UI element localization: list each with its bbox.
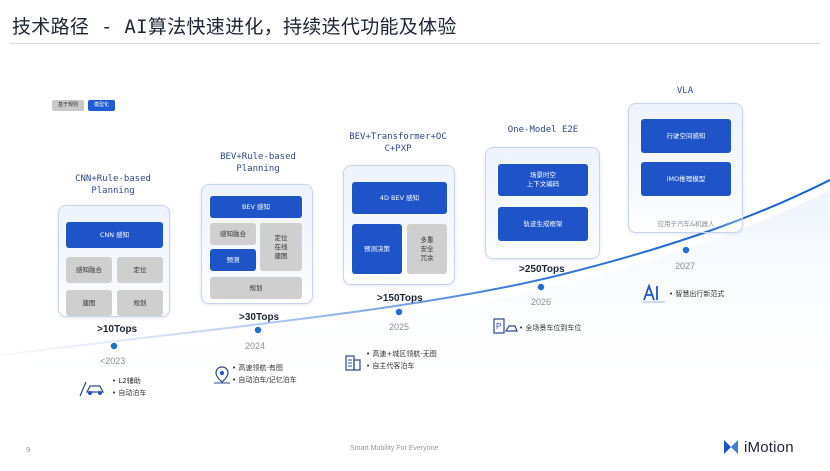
stage-2-features: 高速领航-有图 自动泊车/记忆泊车: [232, 362, 297, 386]
stage-4-compute: >250Tops: [519, 264, 565, 275]
stage-5-box-imo: iMO推理模型: [641, 162, 731, 196]
feature-item: 全场景车位到车位: [519, 322, 581, 334]
feature-item: L2辅助: [112, 375, 146, 387]
feature-item: 自主代客泊车: [366, 360, 437, 372]
timeline-dot-2023: [109, 341, 119, 351]
stage-5-features: 智慧出行新范式: [669, 288, 724, 300]
stage-2-box-localization: 定位 在线 建图: [260, 223, 302, 271]
stage-2-year: 2024: [245, 341, 266, 351]
stage-3-box-decision: 预测决策: [352, 224, 402, 274]
stage-4-card: 场景时空 上下文编码 轨迹生成框架: [485, 147, 600, 259]
timeline-dot-2025: [394, 307, 404, 317]
stage-1-box-cnn: CNN 感知: [66, 222, 163, 248]
stage-5-note: 应用于汽车&机器人: [657, 219, 715, 228]
stage-2-box-bev: BEV 感知: [210, 196, 302, 218]
timeline-dot-2024: [253, 325, 263, 335]
feature-item: 自动泊车/记忆泊车: [232, 374, 296, 386]
stage-4-box-trajectory: 轨迹生成框架: [498, 207, 588, 241]
feature-item: 高速+城区领航-无图: [366, 348, 436, 360]
timeline-dot-2026: [536, 282, 546, 292]
stage-1-features: L2辅助 自动泊车: [112, 375, 146, 399]
stage-3-features: 高速+城区领航-无图 自主代客泊车: [366, 348, 437, 372]
stage-2-compute: >30Tops: [239, 312, 280, 323]
stage-2-box-fusion: 感知融合: [210, 223, 256, 245]
stage-1-box-mapping: 建图: [66, 290, 112, 316]
parking-map-icon: [214, 366, 230, 384]
stage-3-title: BEV+Transformer+OC C+PXP: [349, 132, 447, 154]
legend: 基于规则 模型化: [52, 100, 116, 111]
stage-5-title: VLA: [676, 86, 694, 96]
stage-1-compute: >10Tops: [97, 324, 138, 335]
feature-item: 智慧出行新范式: [669, 288, 724, 300]
stage-1-year: <2023: [100, 356, 126, 366]
stage-3-box-4d-bev: 4D BEV 感知: [352, 182, 447, 214]
stage-5-box-space: 行驶空间感知: [641, 119, 731, 153]
stage-3-card: 4D BEV 感知 预测决策 多重 安全 冗余: [343, 165, 455, 285]
car-icon: [79, 381, 104, 397]
stage-5-card: 行驶空间感知 iMO推理模型 应用于汽车&机器人: [628, 103, 743, 233]
stage-4-features: 全场景车位到车位: [519, 322, 581, 334]
stage-4-box-context: 场景时空 上下文编码: [498, 164, 588, 196]
stage-5-year: 2027: [675, 261, 696, 271]
brand-name: iMotion: [744, 438, 794, 456]
footer-tagline: Smart Mobility For Everyone: [350, 445, 439, 452]
feature-item: 高速领航-有图: [232, 362, 297, 374]
stage-3-box-redundancy: 多重 安全 冗余: [407, 224, 447, 274]
stage-1-title: CNN+Rule-based Planning: [75, 174, 151, 196]
ai-icon: [643, 283, 665, 303]
stage-4-title: One-Model E2E: [507, 125, 579, 135]
stage-2-box-prediction: 预测: [210, 249, 256, 271]
stage-1-box-fusion: 感知融合: [66, 257, 112, 283]
stage-3-compute: >150Tops: [377, 293, 423, 304]
svg-text:P: P: [496, 322, 501, 331]
stage-1-card: CNN 感知 感知融合 定位 建图 规划: [58, 205, 170, 317]
legend-model-based: 模型化: [88, 100, 116, 111]
page-title: 技术路径 - AI算法快速进化，持续迭代功能及体验: [12, 16, 457, 38]
stage-3-year: 2025: [389, 322, 410, 332]
stage-2-box-planning: 规划: [210, 277, 302, 299]
timeline-dots: [109, 245, 691, 351]
stage-1-box-planning: 规划: [117, 290, 163, 316]
stage-2-card: BEV 感知 感知融合 定位 在线 建图 预测 规划: [201, 184, 313, 304]
timeline-dot-2027: [681, 245, 691, 255]
imotion-logo-icon: [724, 440, 738, 454]
city-building-icon: [345, 355, 361, 371]
stage-2-title: BEV+Rule-based Planning: [220, 152, 296, 174]
page-number: 9: [26, 446, 31, 454]
stage-1-box-localization: 定位: [117, 257, 163, 283]
legend-rule-based: 基于规则: [52, 100, 85, 111]
stage-4-year: 2026: [531, 297, 552, 307]
feature-item: 自动泊车: [112, 387, 146, 399]
title-divider: [10, 43, 820, 44]
brand-logo: iMotion: [722, 438, 794, 456]
parking-spot-icon: P: [493, 318, 518, 334]
